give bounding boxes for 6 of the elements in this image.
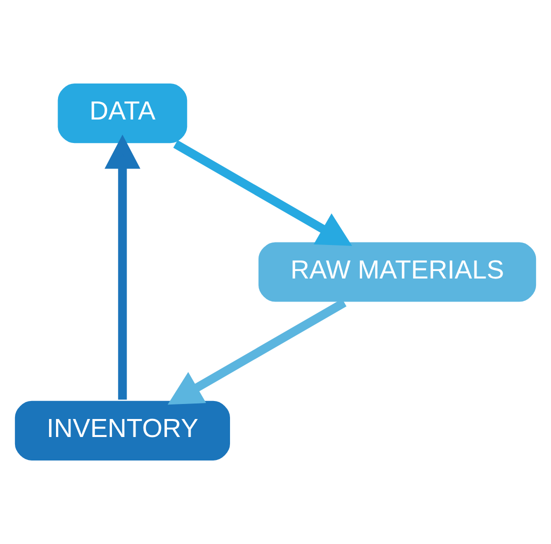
- arrow: [173, 140, 352, 246]
- node-box: RAW MATERIALS: [257, 240, 538, 304]
- arrow: [168, 298, 346, 405]
- node-box: INVENTORY: [13, 399, 232, 462]
- node-box: DATA: [56, 82, 189, 145]
- arrow: [104, 134, 140, 400]
